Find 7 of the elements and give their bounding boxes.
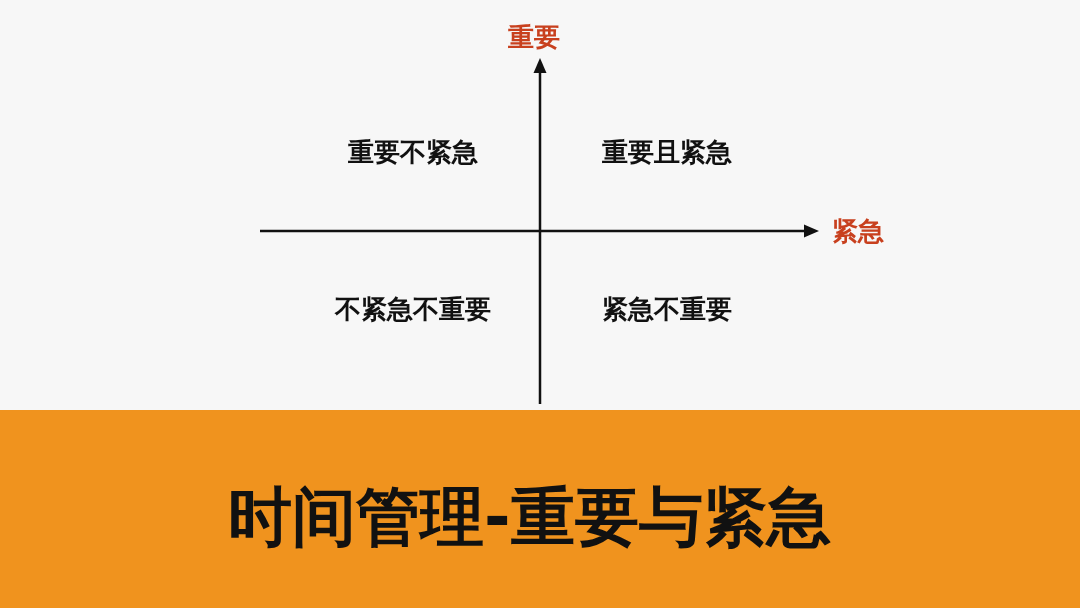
axis-label: 重要	[508, 23, 560, 53]
quadrant-label: 紧急不重要	[602, 295, 732, 325]
title: 时间管理-重要与紧急	[228, 481, 831, 555]
quadrant-label: 重要且紧急	[602, 138, 732, 168]
quadrant-label: 重要不紧急	[348, 138, 478, 168]
quadrant-label: 不紧急不重要	[335, 295, 491, 325]
axis-label: 紧急	[832, 217, 884, 247]
